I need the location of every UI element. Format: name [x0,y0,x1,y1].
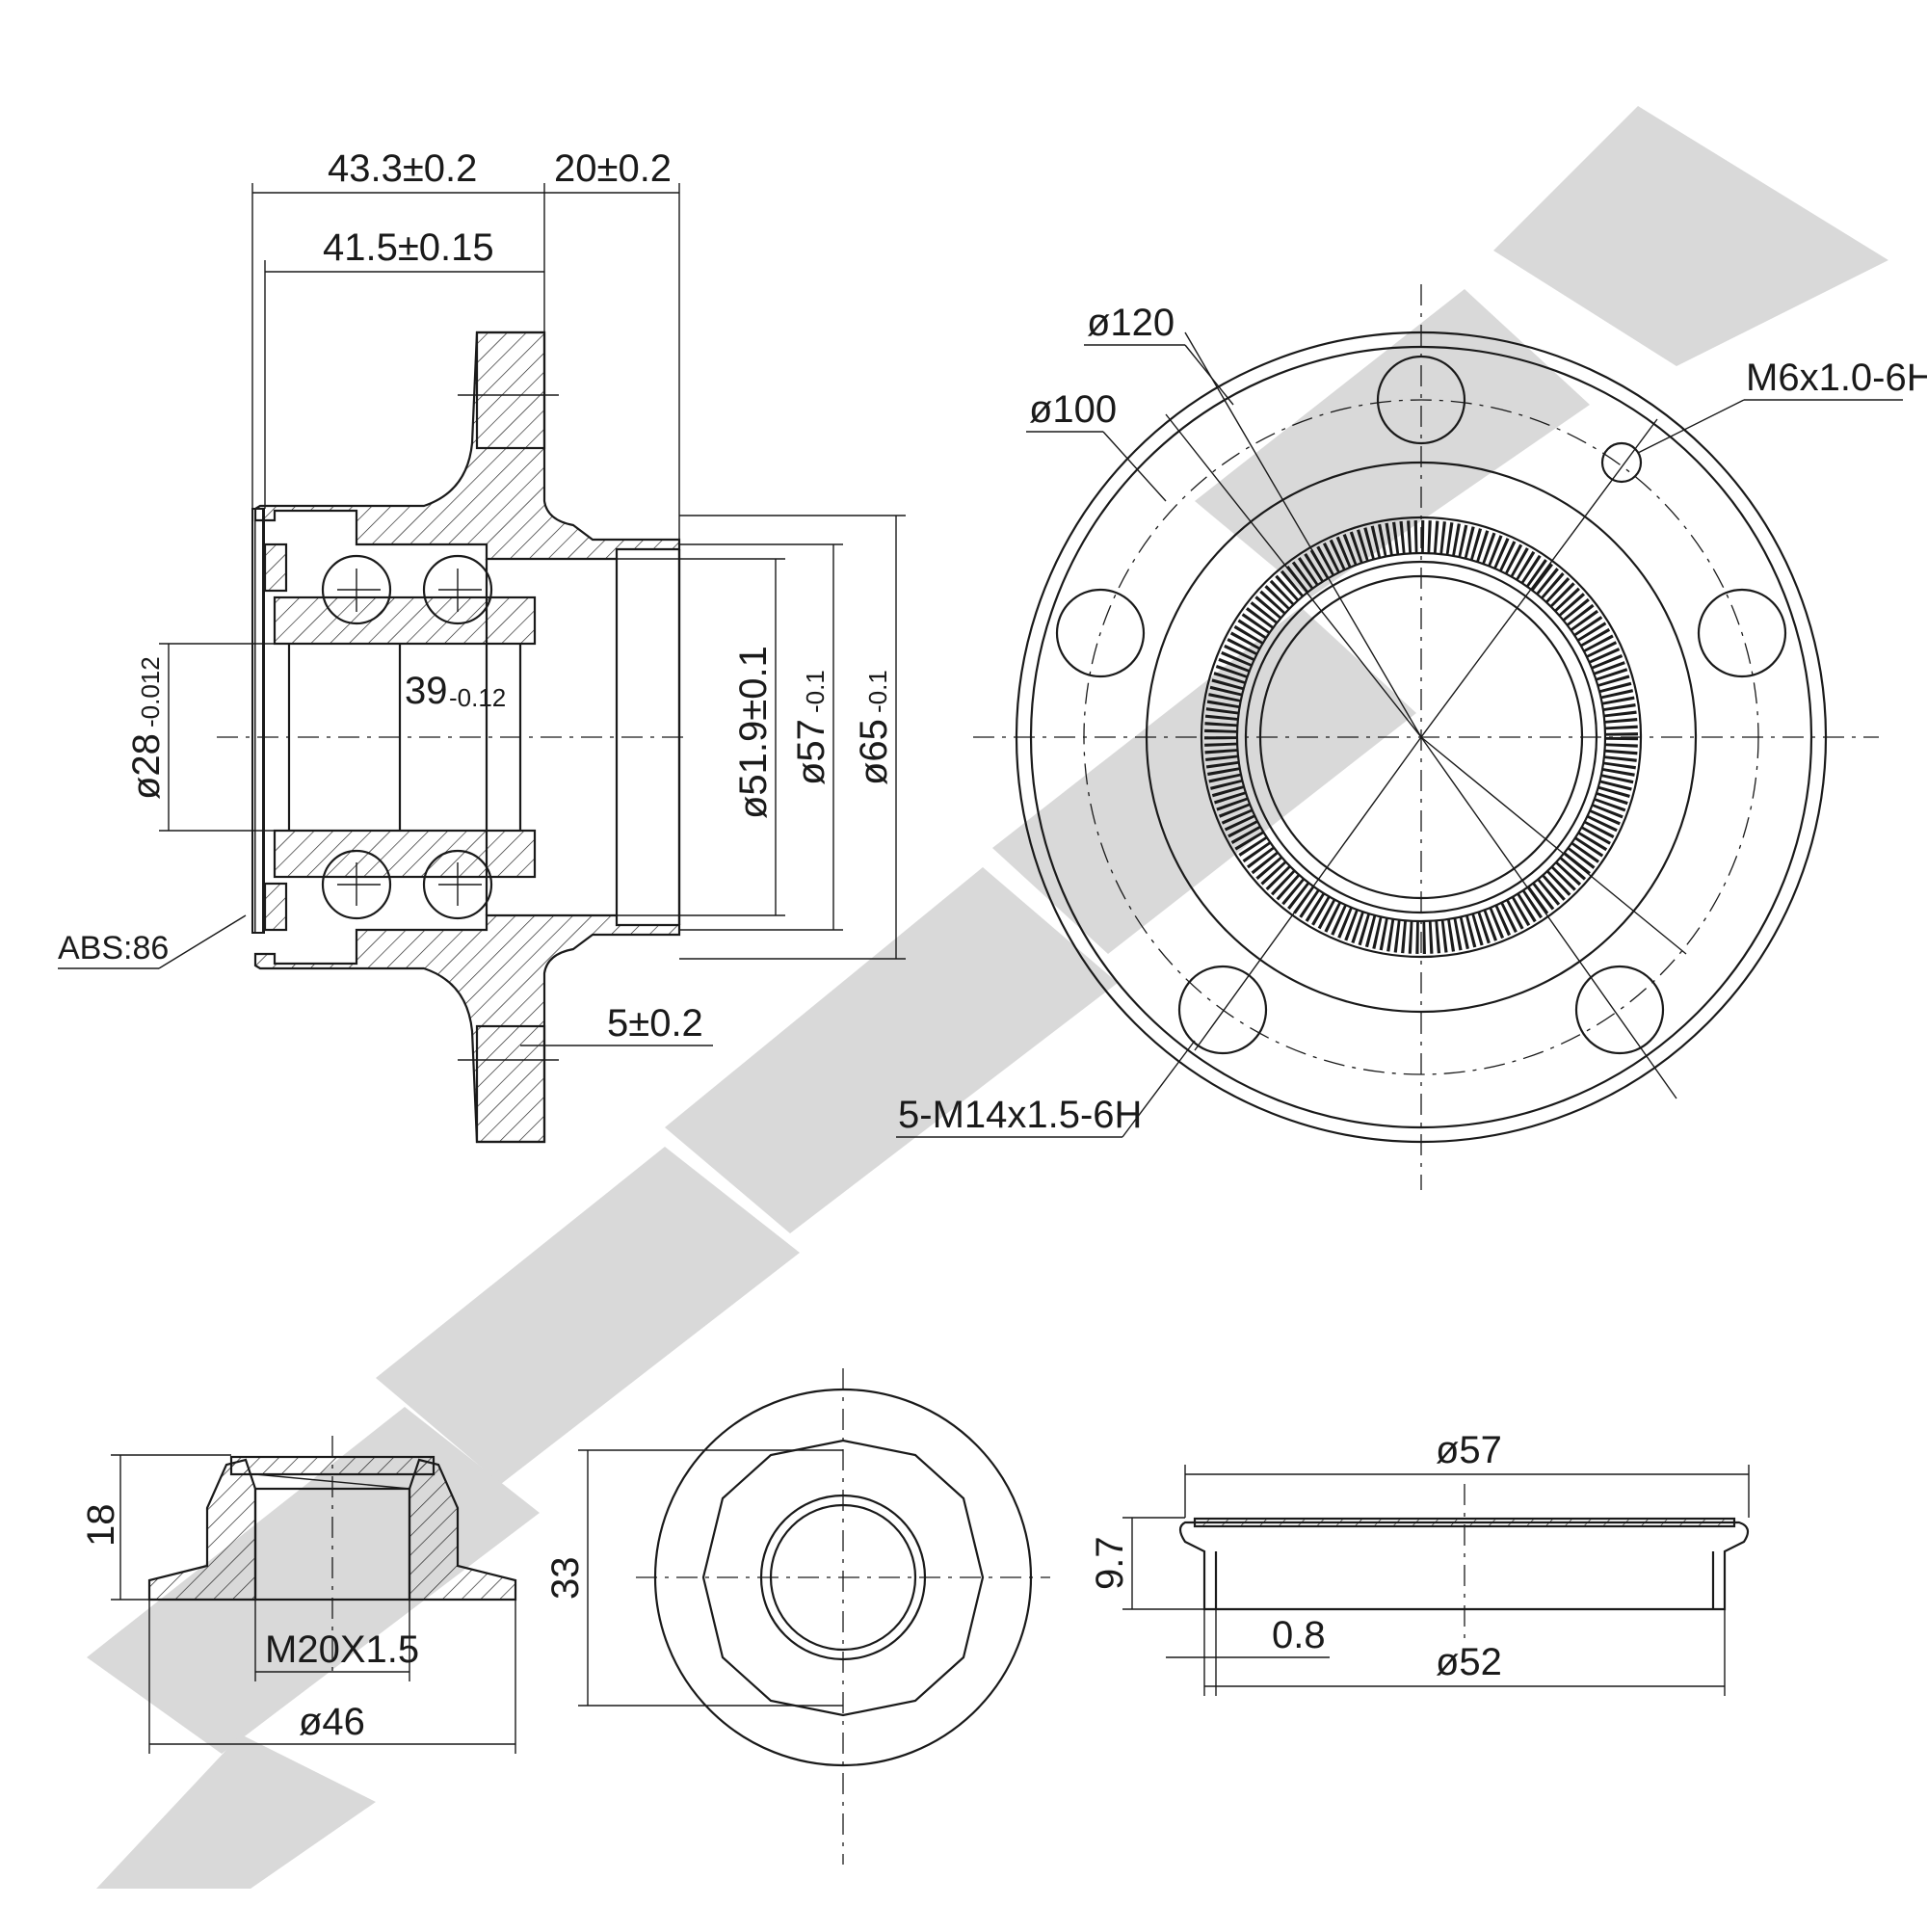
dim-inner-width-tol: -0.12 [449,683,506,712]
hub-section-view: 43.3±0.2 20±0.2 41.5±0.15 39 -0.12 ø28 -… [58,147,906,1144]
cap-inner-diameter: ø52 [1436,1641,1502,1683]
dim-pilot: ø51.9±0.1 [732,646,775,819]
bolt-hole [1055,588,1146,678]
abs-label: ABS:86 [58,930,169,966]
nut-face-view: 33 [544,1368,1050,1865]
bolt-hole [1697,588,1787,678]
small-thread-label: M6x1.0-6H [1746,357,1927,399]
hub-front-view: ø120 ø100 M6x1.0-6H 5-M14x1.5-6H [896,284,1927,1190]
dim-bearing-width: 41.5±0.15 [323,226,494,269]
pcd-circle [1083,399,1759,1075]
dim-bore-tol: -0.012 [136,656,165,728]
hex-outline [701,1439,985,1717]
dust-cap-view: ø57 9.7 0.8 ø52 [1089,1429,1750,1696]
nut-section-view: 18 M20X1.5 ø46 [80,1436,517,1754]
dim-seat-tol: -0.1 [801,670,830,713]
dim-pcd: ø100 [1029,388,1117,431]
cap-outer-diameter: ø57 [1436,1429,1502,1471]
dim-outer-tol: -0.1 [863,670,892,713]
nut-thread: M20X1.5 [265,1628,419,1671]
hub-body-upper [253,331,681,561]
dim-outer: ø65 [853,719,895,785]
m6-hole [1600,441,1643,484]
flange-outer [1015,331,1828,1144]
dim-outer-diameter: ø120 [1087,302,1175,344]
hub-body-lower [253,913,681,1144]
nut-diameter: ø46 [299,1701,365,1743]
bolt-hole [1376,355,1466,445]
bolt-hole [1574,965,1665,1055]
wheel-thread-label: 5-M14x1.5-6H [898,1094,1142,1136]
across-flats: 33 [544,1557,587,1601]
dim-overall-width: 43.3±0.2 [328,147,477,190]
bolt-hole [1177,965,1268,1055]
nut-height: 18 [80,1504,122,1548]
cap-height: 9.7 [1089,1536,1131,1590]
dim-flange-thickness: 5±0.2 [607,1002,703,1045]
watermark-logo [87,106,1888,1889]
inner-race-lower [273,829,537,879]
dim-bore: ø28 [125,733,168,800]
inner-race-upper [273,595,537,646]
dim-seat: ø57 [790,719,832,785]
nut-body-left [147,1458,257,1601]
dim-flange-offset: 20±0.2 [554,147,672,190]
cap-wall: 0.8 [1272,1614,1326,1656]
dim-inner-width: 39 [405,670,448,712]
